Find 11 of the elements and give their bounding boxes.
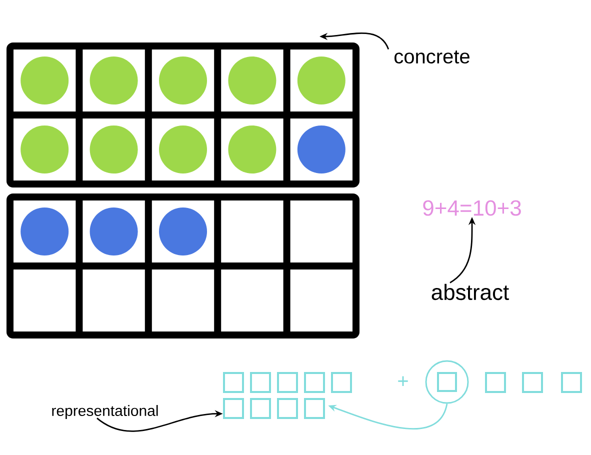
handwritten-label: concrete (394, 50, 470, 64)
plus-sign: + (398, 376, 408, 386)
handwritten-label: representational (52, 405, 158, 419)
ten-frame (6, 42, 360, 188)
square-row (223, 398, 325, 419)
square-row (223, 372, 352, 393)
handwritten-label: 9+4=10+3 (423, 200, 521, 216)
circled-square (425, 360, 469, 404)
square-row (485, 372, 582, 393)
ten-frame (6, 194, 360, 338)
handwritten-label: abstract (432, 284, 509, 300)
